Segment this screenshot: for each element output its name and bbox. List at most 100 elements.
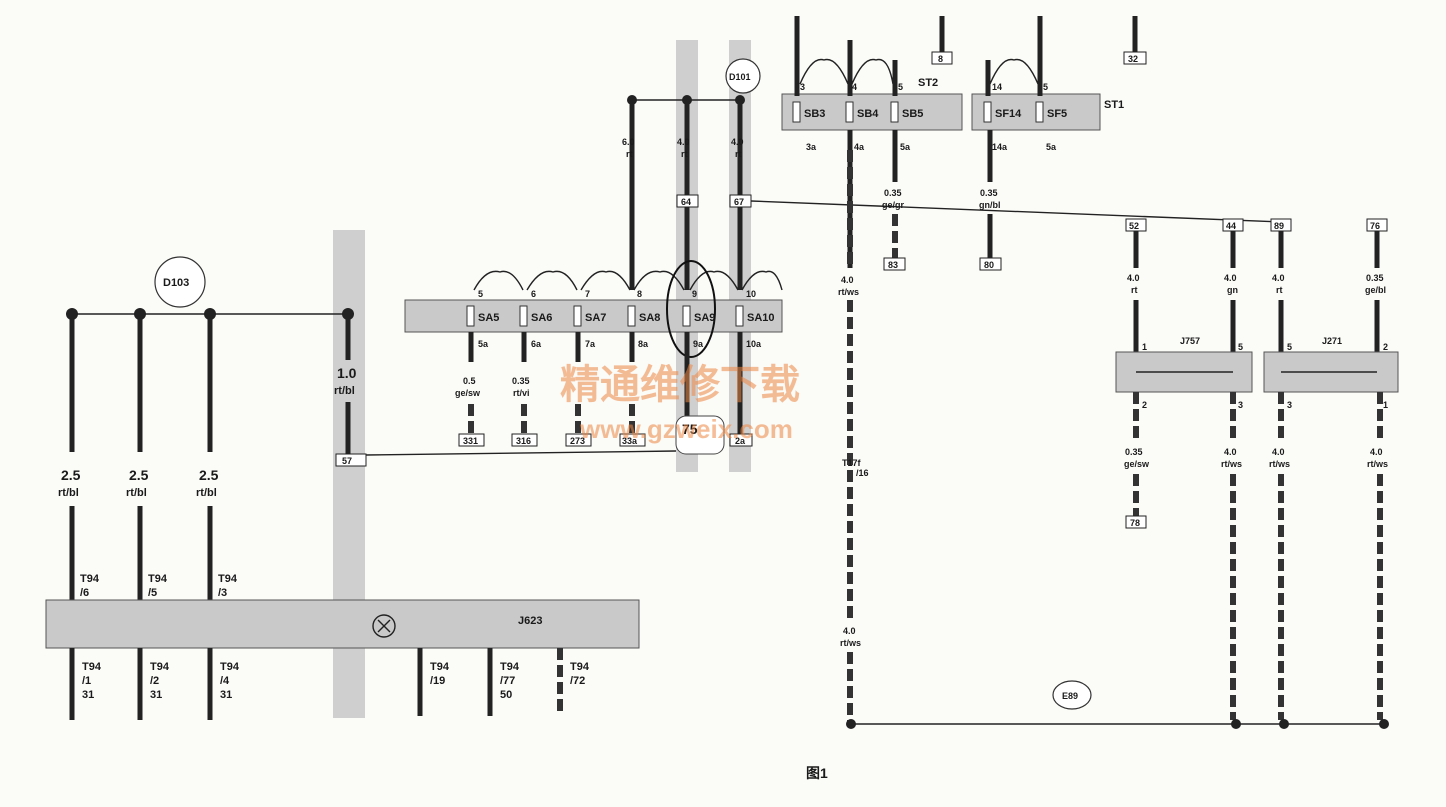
t94-bot-2-term: 31 bbox=[220, 689, 232, 701]
t94-bottom-labels: T94 /1 31 T94 /2 31 T94 /4 31 T94 /19 T9… bbox=[82, 661, 590, 701]
w25b-size: 2.5 bbox=[129, 467, 149, 483]
t17f: T17f bbox=[842, 458, 862, 468]
t94-top-0-pin: /6 bbox=[80, 587, 89, 599]
pin-top-1: 4 bbox=[852, 82, 857, 92]
w40b-color: rt bbox=[735, 149, 742, 159]
st1-label: ST1 bbox=[1104, 99, 1124, 111]
w40rtws5-size: 4.0 bbox=[1370, 447, 1383, 457]
fuse-sa5: SA5 bbox=[478, 312, 499, 324]
t17f-pin: /16 bbox=[856, 468, 869, 478]
w40b-size: 4.0 bbox=[731, 137, 744, 147]
box-8: 8 bbox=[938, 54, 943, 64]
box-316: 316 bbox=[516, 436, 531, 446]
ecu-j623 bbox=[45, 599, 640, 649]
box-33a: 33a bbox=[622, 436, 638, 446]
t94-bot-1-pin: /2 bbox=[150, 675, 159, 687]
j271-label: J271 bbox=[1322, 336, 1342, 346]
figure-caption: 图1 bbox=[806, 765, 828, 781]
w035gesw-color: ge/sw bbox=[1124, 459, 1150, 469]
fuse-sa8: SA8 bbox=[639, 312, 660, 324]
t94-top-0: T94 bbox=[80, 573, 100, 585]
box-52: 52 bbox=[1129, 221, 1139, 231]
t94-bot-4: T94 bbox=[500, 661, 520, 673]
node-e89: E89 bbox=[1062, 691, 1078, 701]
box-89: 89 bbox=[1274, 221, 1284, 231]
w40rtc-size: 4.0 bbox=[1127, 273, 1140, 283]
w40rtc-color: rt bbox=[1131, 285, 1138, 295]
t94-bot-1-term: 31 bbox=[150, 689, 162, 701]
t94-top-1: T94 bbox=[148, 573, 168, 585]
sa-pin-top-2: 7 bbox=[585, 289, 590, 299]
w40rtd-color: rt bbox=[1276, 285, 1283, 295]
sa-pin-top-3: 8 bbox=[637, 289, 642, 299]
pin-top-3: 14 bbox=[992, 82, 1002, 92]
pin-bot-1: 4a bbox=[854, 142, 865, 152]
sa-fuses: 5 6 7 8 9 10 SA5 SA6 SA7 SA8 SA9 SA10 5a… bbox=[466, 289, 775, 349]
node-d103: D103 bbox=[163, 277, 189, 289]
highlight-ellipse bbox=[666, 260, 716, 358]
w40rtws3-color: rt/ws bbox=[1221, 459, 1242, 469]
w035rtvi-color: rt/vi bbox=[513, 388, 530, 398]
j757-pin-2: 2 bbox=[1142, 400, 1147, 410]
t94-top-2: T94 bbox=[218, 573, 238, 585]
sa-pin-bot-5: 10a bbox=[746, 339, 762, 349]
sa-pin-bot-4: 9a bbox=[693, 339, 704, 349]
fuse-sa7: SA7 bbox=[585, 312, 606, 324]
j271-pin-2: 2 bbox=[1383, 342, 1388, 352]
j757-pin-5: 5 bbox=[1238, 342, 1243, 352]
box-57: 57 bbox=[342, 456, 352, 466]
w40rtws2-color: rt/ws bbox=[840, 638, 861, 648]
node-d101: D101 bbox=[729, 72, 751, 82]
pin-bot-2: 5a bbox=[900, 142, 911, 152]
w60-color: rt bbox=[626, 149, 633, 159]
sa-pin-bot-2: 7a bbox=[585, 339, 596, 349]
t94-bot-0: T94 bbox=[82, 661, 102, 673]
t94-bot-5: T94 bbox=[570, 661, 590, 673]
st-fuses: 3 4 5 14 5 SB3 SB4 SB5 SF14 SF5 3a 4a 5a… bbox=[792, 82, 1067, 152]
w40rtws1-size: 4.0 bbox=[841, 275, 854, 285]
w10-size: 1.0 bbox=[337, 365, 357, 381]
w035gelgr-color: ge/gr bbox=[882, 200, 905, 210]
w40a-size: 4.0 bbox=[677, 137, 690, 147]
t94-bot-2: T94 bbox=[220, 661, 240, 673]
fuse-sb3: SB3 bbox=[804, 108, 825, 120]
box-78: 78 bbox=[1130, 518, 1140, 528]
pin-top-4: 5 bbox=[1043, 82, 1048, 92]
j271-pin-5: 5 bbox=[1287, 342, 1292, 352]
w40rtws2-size: 4.0 bbox=[843, 626, 856, 636]
pin-bot-0: 3a bbox=[806, 142, 817, 152]
w40rtws3-size: 4.0 bbox=[1224, 447, 1237, 457]
t94-bot-3: T94 bbox=[430, 661, 450, 673]
pin-top-0: 3 bbox=[800, 82, 805, 92]
w40rtws5-color: rt/ws bbox=[1367, 459, 1388, 469]
pin-top-2: 5 bbox=[898, 82, 903, 92]
j757-label: J757 bbox=[1180, 336, 1200, 346]
t94-bot-0-pin: /1 bbox=[82, 675, 91, 687]
w60-size: 6.0 bbox=[622, 137, 635, 147]
ecu-symbol-icon bbox=[372, 614, 396, 638]
fuse-sf5: SF5 bbox=[1047, 108, 1067, 120]
w40rtd-size: 4.0 bbox=[1272, 273, 1285, 283]
t94-top-2-pin: /3 bbox=[218, 587, 227, 599]
box-75: 75 bbox=[682, 421, 698, 437]
box-67: 67 bbox=[734, 197, 744, 207]
w035gnbl-color: gn/bl bbox=[979, 200, 1001, 210]
w40rtws1-color: rt/ws bbox=[838, 287, 859, 297]
w40a-color: rt bbox=[681, 149, 688, 159]
box-331: 331 bbox=[463, 436, 478, 446]
j623-label: J623 bbox=[518, 615, 542, 627]
w25a-size: 2.5 bbox=[61, 467, 81, 483]
t94-bot-2-pin: /4 bbox=[220, 675, 230, 687]
sa-pin-top-5: 10 bbox=[746, 289, 756, 299]
fuse-sb5: SB5 bbox=[902, 108, 923, 120]
t94-bot-3-pin: /19 bbox=[430, 675, 445, 687]
sa-pin-top-1: 6 bbox=[531, 289, 536, 299]
w035gesw-size: 0.35 bbox=[1125, 447, 1143, 457]
t94-bot-0-term: 31 bbox=[82, 689, 94, 701]
box-32: 32 bbox=[1128, 54, 1138, 64]
box-83: 83 bbox=[888, 260, 898, 270]
sa-pin-bot-0: 5a bbox=[478, 339, 489, 349]
j271-pin-1: 1 bbox=[1383, 400, 1388, 410]
